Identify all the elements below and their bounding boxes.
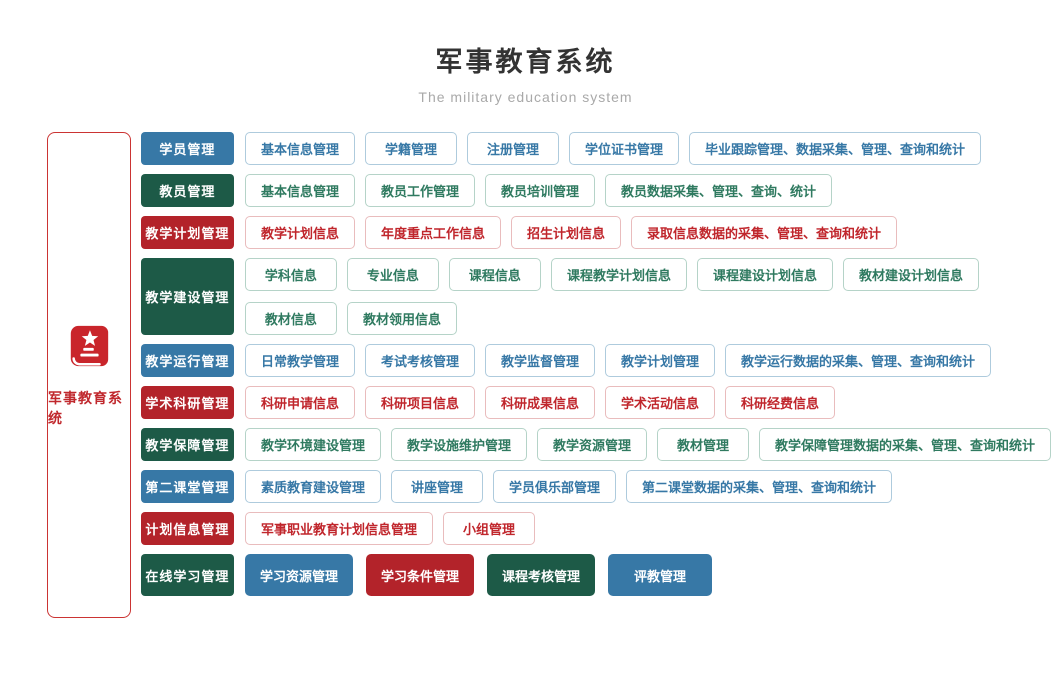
item-textbook-requisition-info[interactable]: 教材领用信息 bbox=[346, 302, 457, 335]
category-student-management[interactable]: 学员管理 bbox=[140, 132, 234, 165]
category-teaching-construction-management[interactable]: 教学建设管理 bbox=[140, 258, 234, 335]
system-root-panel: 军事教育系统 bbox=[47, 132, 131, 618]
item-group-mgmt[interactable]: 小组管理 bbox=[442, 512, 535, 545]
item-research-project-info[interactable]: 科研项目信息 bbox=[364, 386, 475, 419]
item-learning-condition-mgmt[interactable]: 学习条件管理 bbox=[365, 554, 474, 596]
item-second-classroom-data-stats[interactable]: 第二课堂数据的采集、管理、查询和统计 bbox=[625, 470, 892, 503]
item-discipline-info[interactable]: 学科信息 bbox=[244, 258, 337, 291]
row-items: 素质教育建设管理 讲座管理 学员俱乐部管理 第二课堂数据的采集、管理、查询和统计 bbox=[244, 470, 892, 503]
red-book-star-icon bbox=[66, 323, 112, 374]
row-items: 日常教学管理 考试考核管理 教学监督管理 教学计划管理 教学运行数据的采集、管理… bbox=[244, 344, 992, 377]
category-faculty-management[interactable]: 教员管理 bbox=[140, 174, 234, 207]
item-textbook-info[interactable]: 教材信息 bbox=[244, 302, 337, 335]
row-academic-research-management: 学术科研管理 科研申请信息 科研项目信息 科研成果信息 学术活动信息 科研经费信… bbox=[140, 386, 1051, 419]
item-course-teaching-plan-info[interactable]: 课程教学计划信息 bbox=[550, 258, 687, 291]
item-basic-info-mgmt[interactable]: 基本信息管理 bbox=[244, 174, 355, 207]
item-teaching-operation-data-stats[interactable]: 教学运行数据的采集、管理、查询和统计 bbox=[725, 344, 992, 377]
item-lecture-mgmt[interactable]: 讲座管理 bbox=[390, 470, 483, 503]
item-student-club-mgmt[interactable]: 学员俱乐部管理 bbox=[492, 470, 616, 503]
row-teaching-construction-management: 教学建设管理 学科信息 专业信息 课程信息 课程教学计划信息 课程建设计划信息 … bbox=[140, 258, 1051, 335]
item-faculty-work-mgmt[interactable]: 教员工作管理 bbox=[364, 174, 475, 207]
item-teaching-evaluation-mgmt[interactable]: 评教管理 bbox=[607, 554, 712, 596]
item-research-funding-info[interactable]: 科研经费信息 bbox=[725, 386, 836, 419]
category-teaching-plan-management[interactable]: 教学计划管理 bbox=[140, 216, 234, 249]
page-subtitle: The military education system bbox=[418, 89, 633, 105]
item-academic-activity-info[interactable]: 学术活动信息 bbox=[604, 386, 715, 419]
category-teaching-operation-management[interactable]: 教学运行管理 bbox=[140, 344, 234, 377]
row-faculty-management: 教员管理 基本信息管理 教员工作管理 教员培训管理 教员数据采集、管理、查询、统… bbox=[140, 174, 1051, 207]
item-annual-key-work-info[interactable]: 年度重点工作信息 bbox=[364, 216, 501, 249]
category-academic-research-management[interactable]: 学术科研管理 bbox=[140, 386, 234, 419]
item-course-info[interactable]: 课程信息 bbox=[448, 258, 541, 291]
row-items: 基本信息管理 教员工作管理 教员培训管理 教员数据采集、管理、查询、统计 bbox=[244, 174, 832, 207]
item-faculty-training-mgmt[interactable]: 教员培训管理 bbox=[484, 174, 595, 207]
row-second-classroom-management: 第二课堂管理 素质教育建设管理 讲座管理 学员俱乐部管理 第二课堂数据的采集、管… bbox=[140, 470, 1051, 503]
category-teaching-support-management[interactable]: 教学保障管理 bbox=[140, 428, 234, 461]
row-items: 教学环境建设管理 教学设施维护管理 教学资源管理 教材管理 教学保障管理数据的采… bbox=[244, 428, 1051, 461]
item-student-status-mgmt[interactable]: 学籍管理 bbox=[364, 132, 457, 165]
item-major-info[interactable]: 专业信息 bbox=[346, 258, 439, 291]
row-items: 科研申请信息 科研项目信息 科研成果信息 学术活动信息 科研经费信息 bbox=[244, 386, 836, 419]
item-quality-education-construction-mgmt[interactable]: 素质教育建设管理 bbox=[244, 470, 381, 503]
item-admission-data-stats[interactable]: 录取信息数据的采集、管理、查询和统计 bbox=[630, 216, 897, 249]
row-online-learning-management: 在线学习管理 学习资源管理 学习条件管理 课程考核管理 评教管理 bbox=[140, 554, 1051, 596]
item-basic-info-mgmt[interactable]: 基本信息管理 bbox=[244, 132, 355, 165]
item-research-achievement-info[interactable]: 科研成果信息 bbox=[484, 386, 595, 419]
system-root-label: 军事教育系统 bbox=[48, 389, 123, 426]
category-second-classroom-management[interactable]: 第二课堂管理 bbox=[140, 470, 234, 503]
item-faculty-data-stats[interactable]: 教员数据采集、管理、查询、统计 bbox=[604, 174, 832, 207]
category-online-learning-management[interactable]: 在线学习管理 bbox=[140, 554, 234, 596]
item-enrollment-plan-info[interactable]: 招生计划信息 bbox=[510, 216, 621, 249]
row-items-columns: 学科信息 专业信息 课程信息 课程教学计划信息 课程建设计划信息 教材建设计划信… bbox=[234, 258, 979, 335]
item-teaching-supervision-mgmt[interactable]: 教学监督管理 bbox=[484, 344, 595, 377]
system-diagram: 军事教育系统 学员管理 基本信息管理 学籍管理 注册管理 学位证书管理 毕业跟踪… bbox=[47, 132, 1051, 618]
page-title: 军事教育系统 bbox=[435, 47, 616, 77]
row-items: 教材信息 教材领用信息 bbox=[244, 302, 979, 335]
module-rows: 学员管理 基本信息管理 学籍管理 注册管理 学位证书管理 毕业跟踪管理、数据采集… bbox=[140, 132, 1051, 596]
item-research-application-info[interactable]: 科研申请信息 bbox=[244, 386, 355, 419]
item-teaching-plan-mgmt[interactable]: 教学计划管理 bbox=[604, 344, 715, 377]
item-graduate-tracking-stats[interactable]: 毕业跟踪管理、数据采集、管理、查询和统计 bbox=[688, 132, 981, 165]
item-military-vocational-education-plan-info-mgmt[interactable]: 军事职业教育计划信息管理 bbox=[244, 512, 433, 545]
item-registration-mgmt[interactable]: 注册管理 bbox=[466, 132, 559, 165]
item-teaching-resource-mgmt[interactable]: 教学资源管理 bbox=[536, 428, 647, 461]
row-items: 教学计划信息 年度重点工作信息 招生计划信息 录取信息数据的采集、管理、查询和统… bbox=[244, 216, 897, 249]
item-teaching-plan-info[interactable]: 教学计划信息 bbox=[244, 216, 355, 249]
item-teaching-support-data-stats[interactable]: 教学保障管理数据的采集、管理、查询和统计 bbox=[758, 428, 1051, 461]
item-course-construction-plan-info[interactable]: 课程建设计划信息 bbox=[696, 258, 833, 291]
row-items: 基本信息管理 学籍管理 注册管理 学位证书管理 毕业跟踪管理、数据采集、管理、查… bbox=[244, 132, 981, 165]
category-plan-info-management[interactable]: 计划信息管理 bbox=[140, 512, 234, 545]
item-daily-teaching-mgmt[interactable]: 日常教学管理 bbox=[244, 344, 355, 377]
item-teaching-facility-maintenance-mgmt[interactable]: 教学设施维护管理 bbox=[390, 428, 527, 461]
row-teaching-support-management: 教学保障管理 教学环境建设管理 教学设施维护管理 教学资源管理 教材管理 教学保… bbox=[140, 428, 1051, 461]
row-plan-info-management: 计划信息管理 军事职业教育计划信息管理 小组管理 bbox=[140, 512, 1051, 545]
row-items: 学科信息 专业信息 课程信息 课程教学计划信息 课程建设计划信息 教材建设计划信… bbox=[244, 258, 979, 291]
item-teaching-environment-construction-mgmt[interactable]: 教学环境建设管理 bbox=[244, 428, 381, 461]
item-degree-certificate-mgmt[interactable]: 学位证书管理 bbox=[568, 132, 679, 165]
row-teaching-operation-management: 教学运行管理 日常教学管理 考试考核管理 教学监督管理 教学计划管理 教学运行数… bbox=[140, 344, 1051, 377]
item-course-assessment-mgmt[interactable]: 课程考核管理 bbox=[486, 554, 595, 596]
row-teaching-plan-management: 教学计划管理 教学计划信息 年度重点工作信息 招生计划信息 录取信息数据的采集、… bbox=[140, 216, 1051, 249]
row-items: 军事职业教育计划信息管理 小组管理 bbox=[244, 512, 535, 545]
item-textbook-mgmt[interactable]: 教材管理 bbox=[656, 428, 749, 461]
row-student-management: 学员管理 基本信息管理 学籍管理 注册管理 学位证书管理 毕业跟踪管理、数据采集… bbox=[140, 132, 1051, 165]
item-textbook-construction-plan-info[interactable]: 教材建设计划信息 bbox=[842, 258, 979, 291]
item-learning-resource-mgmt[interactable]: 学习资源管理 bbox=[244, 554, 353, 596]
row-items: 学习资源管理 学习条件管理 课程考核管理 评教管理 bbox=[244, 554, 712, 596]
item-exam-assessment-mgmt[interactable]: 考试考核管理 bbox=[364, 344, 475, 377]
